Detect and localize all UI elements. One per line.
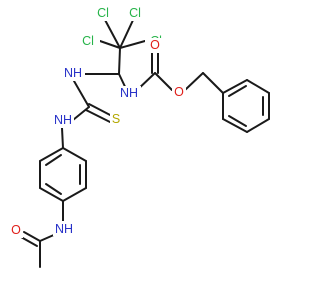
- molecule-structure-canvas: Cl Cl Cl Cl NH NH O O S NH NH O: [9, 6, 270, 268]
- bond-aryl-3: [62, 187, 87, 202]
- atom-nh-thiourea: NH: [54, 113, 72, 127]
- bond-phenyl-4: [246, 118, 270, 133]
- atom-nh-left: NH: [64, 66, 82, 80]
- bond-ccl3-cl-right: [119, 40, 146, 49]
- bond-thiourea-c-s-double-1: [88, 103, 113, 117]
- bond-o-ch2: [184, 72, 204, 91]
- bond-ccl3-cl-top-left: [103, 17, 121, 49]
- bond-ch2-phenyl: [202, 72, 224, 94]
- bond-aryl-inner-2: [45, 183, 62, 195]
- atom-nh-amide: NH: [55, 222, 73, 236]
- bond-phenyl-inner-3: [228, 115, 247, 127]
- bond-aryl-4: [39, 187, 64, 202]
- bond-nh-thiourea-c: [73, 80, 90, 108]
- bond-amide-c-o-double-1: [23, 231, 41, 242]
- bond-aryl-6: [39, 147, 64, 162]
- atom-s-thio: S: [112, 112, 120, 126]
- bond-aryl-1: [62, 147, 87, 162]
- bond-phenyl-2: [246, 79, 270, 94]
- atom-o-carbonyl: O: [150, 38, 160, 52]
- bond-phenyl-5: [222, 118, 248, 133]
- bond-thiourea-c-nh: [72, 106, 90, 121]
- bond-ccl3-cl-left: [99, 40, 121, 49]
- bond-aryl-inner-3: [45, 154, 62, 166]
- atom-labels: Cl Cl Cl Cl NH NH O O S NH NH O: [9, 6, 186, 238]
- atom-nh-right: NH: [120, 86, 138, 100]
- bond-thiourea-c-s-double-2: [85, 109, 111, 123]
- atom-cl-left: Cl: [82, 34, 94, 48]
- bond-carbamate-c-o-ester: [154, 72, 173, 91]
- atom-o-ester: O: [174, 85, 184, 99]
- bond-phenyl-inner-1: [228, 85, 247, 97]
- bond-phenyl-1: [222, 79, 248, 94]
- atom-cl-top-right: Cl: [129, 6, 141, 20]
- bond-amide-c-o-double-2: [20, 236, 38, 247]
- molecule-structure: Cl Cl Cl Cl NH NH O O S NH NH O: [9, 6, 270, 268]
- bonds: [20, 17, 270, 268]
- atom-cl-top-left: Cl: [97, 6, 109, 20]
- bond-ccl3-cl-top-right: [119, 17, 135, 49]
- bond-nh-aryl: [61, 127, 64, 149]
- atom-o-amide: O: [11, 223, 21, 237]
- bond-ccl3-ch: [118, 47, 121, 75]
